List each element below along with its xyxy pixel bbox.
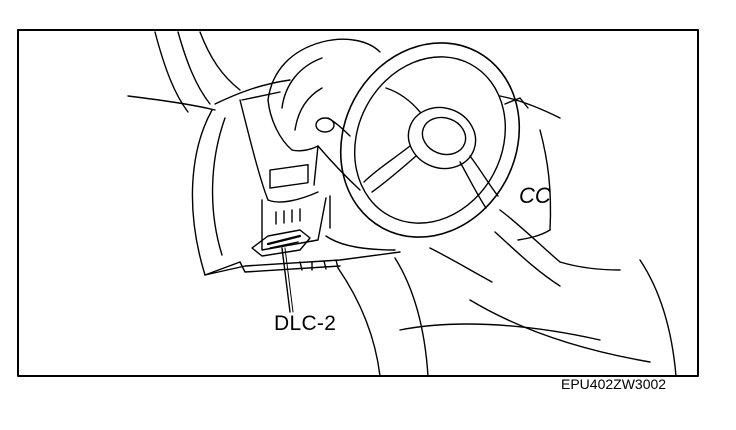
left-dash-panel — [191, 91, 319, 276]
dlc-leader-line — [281, 247, 291, 313]
lower-knee-panel — [251, 164, 327, 257]
center-console — [429, 129, 621, 287]
figure-border — [17, 29, 699, 377]
floor-lines — [337, 257, 677, 377]
figure-code: EPU402ZW3002 — [561, 376, 667, 392]
windshield-pillar — [127, 31, 241, 113]
lower-dash-trim — [204, 235, 401, 276]
steering-column — [313, 117, 361, 229]
switch-cluster — [269, 164, 309, 189]
dash-marking: CC — [519, 183, 551, 208]
instrument-cluster — [267, 38, 381, 152]
steering-wheel — [339, 42, 521, 238]
dlc-callout-label: DLC-2 — [274, 312, 337, 335]
dlc-leader-line-2 — [284, 247, 294, 313]
dashboard-top — [214, 79, 561, 119]
